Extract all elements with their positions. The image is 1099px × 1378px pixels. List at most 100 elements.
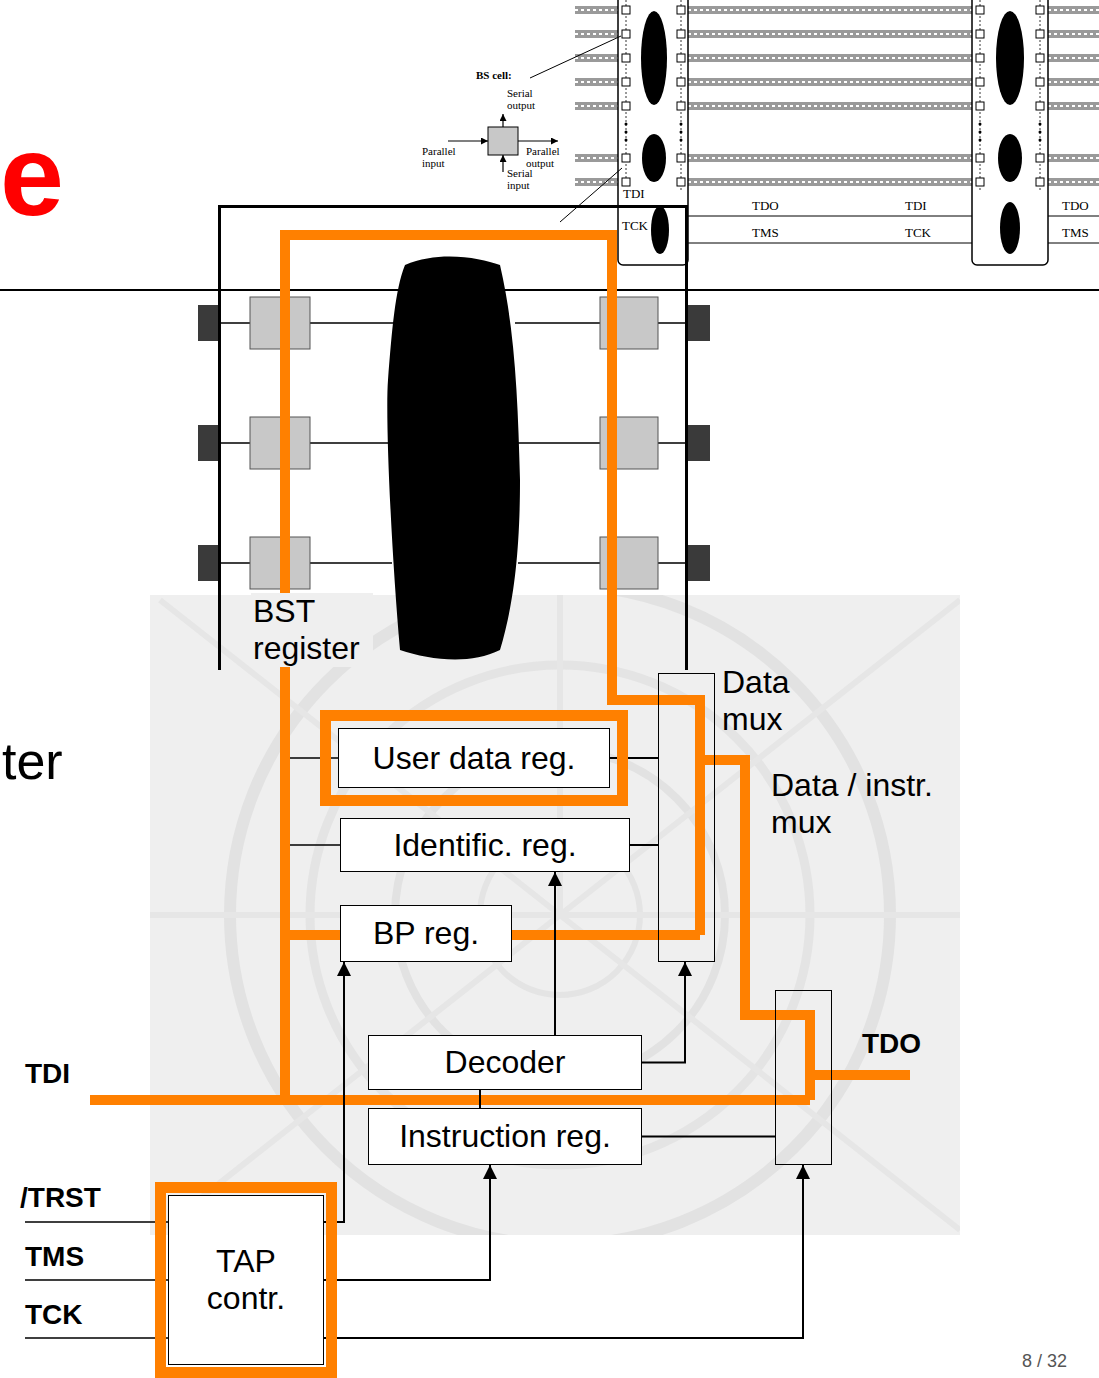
chip-die bbox=[642, 134, 666, 182]
chip-pins bbox=[198, 305, 220, 341]
decoder-box: Decoder bbox=[368, 1035, 642, 1090]
pin-label: TCK bbox=[905, 226, 931, 239]
scan-path bbox=[90, 235, 910, 1100]
chip-pins bbox=[198, 425, 220, 461]
chip-die bbox=[641, 11, 667, 105]
core-logic bbox=[387, 256, 520, 659]
bs-cell bbox=[677, 54, 685, 62]
dots bbox=[625, 123, 1042, 142]
pin-label: TDO bbox=[752, 199, 779, 212]
inset-caption: BS cell: bbox=[476, 70, 512, 81]
bs-cell bbox=[976, 30, 984, 38]
core-logic bbox=[387, 256, 520, 659]
tdi-fanout bbox=[285, 758, 340, 845]
chip-pins bbox=[688, 545, 710, 581]
page-number: 8 / 32 bbox=[1022, 1352, 1067, 1370]
bs-cell-symbol bbox=[502, 155, 503, 172]
bs-cell bbox=[1036, 154, 1044, 162]
scan-path-wire bbox=[512, 930, 658, 940]
node-label: BST register bbox=[251, 593, 373, 667]
bs-cell-symbol bbox=[448, 140, 488, 141]
signal-name: TMS bbox=[25, 1243, 84, 1271]
node-label: Decoder bbox=[441, 1044, 570, 1081]
bs-cell bbox=[622, 78, 630, 86]
leader-line bbox=[560, 168, 622, 222]
tap-inputs bbox=[25, 1222, 168, 1338]
pin-label: TCK bbox=[622, 219, 648, 232]
dots bbox=[625, 131, 628, 134]
bs-cell bbox=[622, 30, 630, 38]
port-label: Serial input bbox=[507, 168, 547, 191]
dots bbox=[979, 131, 982, 134]
bs-cell bbox=[1036, 102, 1044, 110]
mux-block: Data mux bbox=[658, 673, 715, 962]
bs-cell bbox=[622, 54, 630, 62]
bs-cell bbox=[622, 178, 630, 186]
chip-die bbox=[641, 11, 1024, 254]
bs-cell bbox=[622, 154, 630, 162]
node-label: Data / instr. mux bbox=[771, 767, 976, 841]
bs-cell bbox=[976, 54, 984, 62]
bs-cell bbox=[622, 6, 1044, 186]
signal-wire bbox=[324, 1165, 490, 1280]
inset-board bbox=[448, 0, 1099, 265]
dots bbox=[1039, 123, 1042, 126]
chip bbox=[618, 0, 688, 265]
title-fragment: e bbox=[0, 118, 64, 233]
node-label: User data reg. bbox=[369, 740, 580, 777]
chip-die bbox=[998, 134, 1022, 182]
controller-box: TAP contr. bbox=[168, 1195, 324, 1365]
bs-cell bbox=[1036, 6, 1044, 14]
dots bbox=[625, 139, 628, 142]
signal-wire bbox=[324, 1165, 803, 1338]
photo-watermark bbox=[150, 595, 960, 1235]
node-label: BP reg. bbox=[369, 915, 483, 952]
bullet-fragment: ter bbox=[2, 735, 63, 787]
signal-wire bbox=[630, 844, 658, 846]
title-rule bbox=[0, 289, 1099, 291]
node-label: TAP contr. bbox=[169, 1243, 323, 1317]
mux-block: Data / instr. mux bbox=[775, 990, 832, 1165]
bs-cell bbox=[976, 178, 984, 186]
dots bbox=[979, 139, 982, 142]
scan-path bbox=[90, 1095, 810, 1105]
dots bbox=[680, 131, 683, 134]
signal-name: TDI bbox=[25, 1060, 70, 1088]
bs-cell bbox=[677, 102, 685, 110]
tap-inputs bbox=[25, 1222, 168, 1338]
register-box: Identific. reg. bbox=[340, 818, 630, 872]
dots bbox=[1039, 131, 1042, 134]
leader-line bbox=[530, 36, 621, 78]
signal-name: TDO bbox=[862, 1030, 921, 1058]
scan-path bbox=[658, 700, 715, 935]
bs-cell bbox=[622, 102, 630, 110]
signal-wire bbox=[324, 962, 344, 1222]
bs-cell bbox=[677, 178, 685, 186]
dots bbox=[979, 123, 982, 126]
chip-pins bbox=[688, 425, 710, 461]
scan-path-wire bbox=[715, 760, 775, 1015]
chip-scan-chain bbox=[626, 0, 1040, 190]
bs-cell bbox=[976, 154, 984, 162]
signal-name: /TRST bbox=[20, 1184, 101, 1212]
register-box: BP reg. bbox=[340, 905, 512, 962]
pin-label: TDO bbox=[1062, 199, 1089, 212]
register-box: Instruction reg. bbox=[368, 1108, 642, 1165]
pin-label: TMS bbox=[752, 226, 779, 239]
port-label: Serial output bbox=[507, 88, 551, 111]
chip-die bbox=[1000, 202, 1020, 254]
signal-name: TCK bbox=[25, 1301, 83, 1329]
chip-pins bbox=[198, 545, 220, 581]
signal-wire bbox=[642, 1136, 775, 1138]
bs-cell bbox=[677, 6, 685, 14]
bs-cell-symbol bbox=[518, 140, 558, 141]
chip-scan-chain bbox=[626, 0, 1040, 190]
leader-line bbox=[530, 36, 622, 222]
register-chip: BST register bbox=[218, 205, 688, 670]
register-box: User data reg. bbox=[338, 728, 610, 788]
bs-cell bbox=[1036, 178, 1044, 186]
bs-cell bbox=[976, 6, 984, 14]
node-label: Data mux bbox=[722, 664, 822, 738]
port-label: Parallel input bbox=[422, 146, 466, 169]
